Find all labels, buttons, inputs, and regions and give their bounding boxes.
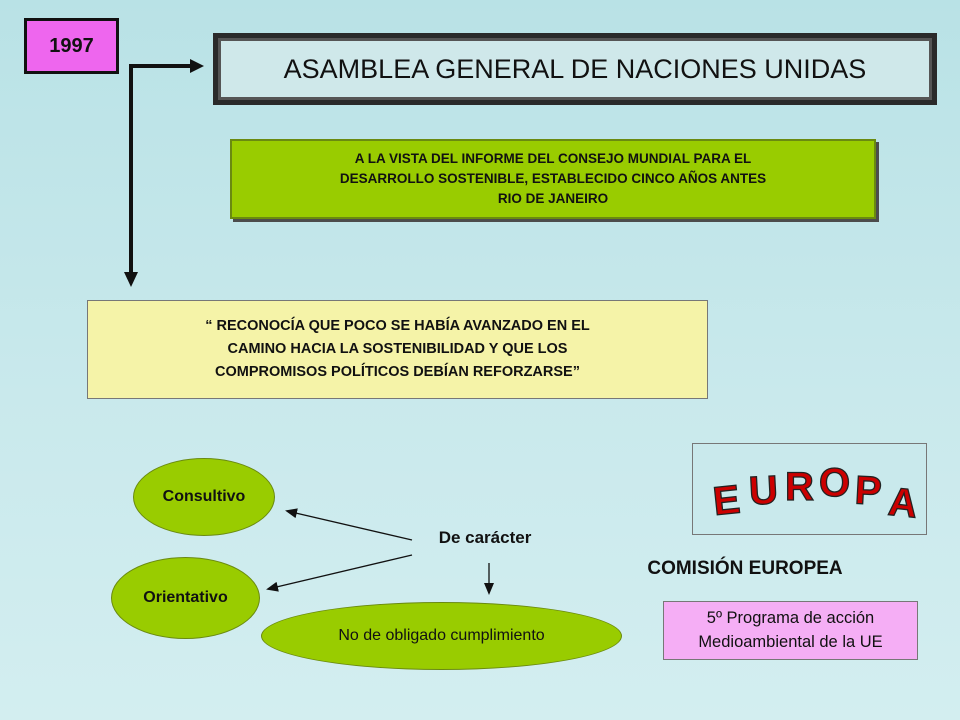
quote-line: CAMINO HACIA LA SOSTENIBILIDAD Y QUE LOS <box>227 340 568 357</box>
europa-wordart: E U R O P A <box>710 460 920 527</box>
arrow-head-title <box>190 59 204 73</box>
quote-box: “ RECONOCÍA QUE POCO SE HABÍA AVANZADO E… <box>87 300 708 399</box>
arrow-head-quote <box>124 272 138 287</box>
europa-letter: E <box>711 478 742 525</box>
europa-letter: R <box>785 465 814 509</box>
page-title: ASAMBLEA GENERAL DE NACIONES UNIDAS <box>218 38 932 100</box>
year-label: 1997 <box>49 34 94 57</box>
title-frame: ASAMBLEA GENERAL DE NACIONES UNIDAS <box>213 33 937 105</box>
green-note-line: DESARROLLO SOSTENIBLE, ESTABLECIDO CINCO… <box>339 171 767 187</box>
arrow-year-to-title <box>129 64 196 282</box>
orientativo-ellipse: Orientativo <box>111 557 260 639</box>
green-note-line: RIO DE JANEIRO <box>497 190 609 206</box>
europa-letter: P <box>854 468 883 513</box>
green-note-line: A LA VISTA DEL INFORME DEL CONSEJO MUNDI… <box>354 151 752 167</box>
programa-line: Medioambiental de la UE <box>698 632 883 651</box>
programa-box: 5º Programa de acción Medioambiental de … <box>663 601 918 660</box>
no-obligado-ellipse: No de obligado cumplimiento <box>261 602 622 670</box>
quote-line: “ RECONOCÍA QUE POCO SE HABÍA AVANZADO E… <box>205 317 590 334</box>
arrow-to-consultivo <box>285 508 413 541</box>
comision-europea-label: COMISIÓN EUROPEA <box>647 558 843 579</box>
europa-letter: O <box>819 461 850 505</box>
de-caracter-label: De carácter <box>438 528 532 547</box>
no-obligado-label: No de obligado cumplimiento <box>338 627 545 644</box>
arrow-to-orientativo <box>266 554 413 592</box>
green-note-box: A LA VISTA DEL INFORME DEL CONSEJO MUNDI… <box>230 139 876 219</box>
europa-image: E U R O P A <box>692 443 927 535</box>
consultivo-ellipse: Consultivo <box>133 458 275 536</box>
europa-letter: A <box>886 480 919 527</box>
year-box: 1997 <box>24 18 119 74</box>
europa-letter: U <box>748 468 779 513</box>
programa-line: 5º Programa de acción <box>706 609 875 628</box>
orientativo-label: Orientativo <box>143 589 228 606</box>
consultivo-label: Consultivo <box>162 488 246 505</box>
quote-line: COMPROMISOS POLÍTICOS DEBÍAN REFORZARSE” <box>215 364 580 381</box>
